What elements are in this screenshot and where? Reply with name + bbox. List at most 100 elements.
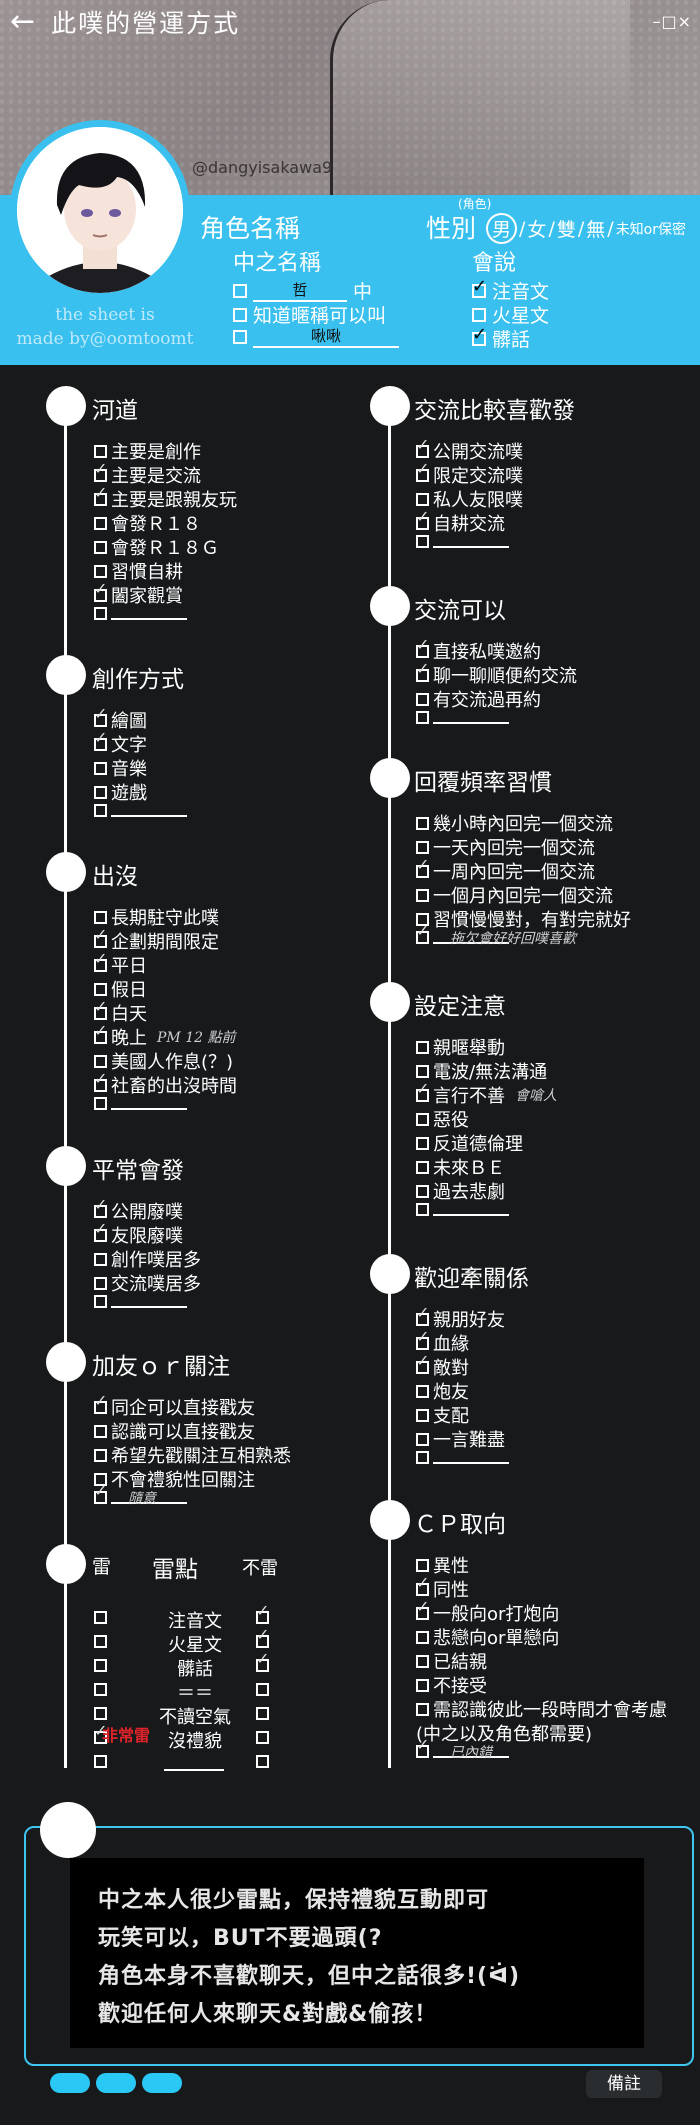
- checkbox[interactable]: [416, 1573, 429, 1596]
- checkbox[interactable]: [94, 1391, 107, 1414]
- landmine-mine-checkbox[interactable]: [94, 1659, 107, 1672]
- checkbox[interactable]: [416, 635, 429, 658]
- page-pill-1[interactable]: [50, 2073, 90, 2093]
- landmine-ok-checkbox[interactable]: [256, 1707, 269, 1720]
- checkbox[interactable]: [416, 855, 429, 878]
- landmine-ok-checkbox[interactable]: [256, 1683, 269, 1696]
- checkbox[interactable]: [416, 1040, 429, 1054]
- gender-option-both[interactable]: 雙: [556, 219, 576, 241]
- checkbox[interactable]: [94, 1294, 107, 1308]
- checkbox[interactable]: [94, 704, 107, 727]
- pl-name-checkbox[interactable]: [233, 283, 247, 298]
- checkbox[interactable]: [94, 483, 107, 506]
- landmine-ok-checkbox[interactable]: [256, 1755, 269, 1768]
- gender-option-female[interactable]: 女: [527, 219, 547, 241]
- checkbox[interactable]: [94, 925, 107, 948]
- lang-checkbox[interactable]: ✓: [472, 323, 488, 346]
- window-controls-icon[interactable]: –□×: [652, 12, 692, 31]
- checkbox[interactable]: [94, 1219, 107, 1242]
- checkbox[interactable]: [416, 921, 429, 944]
- checkbox[interactable]: [94, 1069, 107, 1092]
- checkbox[interactable]: [94, 459, 107, 482]
- gender-option-unknown[interactable]: 未知or保密: [615, 221, 687, 238]
- checkbox[interactable]: [94, 1096, 107, 1110]
- checkbox[interactable]: [94, 444, 107, 458]
- checkbox[interactable]: [416, 1160, 429, 1174]
- checkbox[interactable]: [94, 1481, 107, 1504]
- landmine-ok-checkbox[interactable]: [256, 1649, 269, 1672]
- checkbox[interactable]: [416, 710, 429, 724]
- gender-option-male[interactable]: 男: [486, 213, 518, 244]
- nickname-checkbox[interactable]: [233, 307, 247, 322]
- avatar[interactable]: [10, 120, 190, 300]
- checkbox[interactable]: [416, 1597, 429, 1620]
- checkbox[interactable]: [94, 1448, 107, 1462]
- checkbox[interactable]: [94, 540, 107, 554]
- landmine-mine-checkbox[interactable]: [94, 1755, 107, 1768]
- checkbox[interactable]: [416, 534, 429, 548]
- landmine-mine-checkbox[interactable]: [94, 1611, 107, 1624]
- checkbox[interactable]: [416, 1702, 429, 1716]
- checkbox[interactable]: [416, 1450, 429, 1464]
- lang-checkbox[interactable]: [472, 307, 486, 322]
- checkbox[interactable]: [416, 1303, 429, 1326]
- checkbox[interactable]: [94, 1276, 107, 1290]
- checkbox[interactable]: [416, 1432, 429, 1446]
- landmine-mine-checkbox[interactable]: [94, 1707, 107, 1720]
- checkbox[interactable]: [94, 516, 107, 530]
- checkbox[interactable]: [416, 1558, 429, 1572]
- checkbox[interactable]: [416, 492, 429, 506]
- checkbox[interactable]: [94, 997, 107, 1020]
- checkbox[interactable]: [416, 1064, 429, 1078]
- memo-button[interactable]: 備註: [586, 2070, 662, 2098]
- landmine-ok-checkbox[interactable]: [256, 1625, 269, 1648]
- landmine-ok-checkbox[interactable]: [256, 1601, 269, 1624]
- checkbox[interactable]: [416, 435, 429, 458]
- checkbox[interactable]: [416, 1735, 429, 1758]
- landmine-mine-checkbox[interactable]: [94, 1635, 107, 1648]
- checkbox[interactable]: [416, 1678, 429, 1692]
- checkbox[interactable]: [94, 564, 107, 578]
- gender-option-none[interactable]: 無: [586, 219, 606, 241]
- checkbox[interactable]: [416, 1184, 429, 1198]
- landmine-mine-checkbox[interactable]: [94, 1721, 107, 1744]
- checkbox[interactable]: [416, 507, 429, 530]
- checkbox[interactable]: [416, 840, 429, 854]
- checkbox[interactable]: [416, 1202, 429, 1216]
- checkbox[interactable]: [94, 606, 107, 620]
- checkbox[interactable]: [416, 1408, 429, 1422]
- checkbox[interactable]: [416, 1630, 429, 1644]
- checkbox[interactable]: [94, 761, 107, 775]
- landmine-ok-checkbox[interactable]: [256, 1731, 269, 1744]
- checkbox[interactable]: [416, 1136, 429, 1150]
- checkbox[interactable]: [94, 1424, 107, 1438]
- checkbox[interactable]: [416, 1654, 429, 1668]
- checkbox[interactable]: [94, 982, 107, 996]
- checkbox[interactable]: [416, 659, 429, 682]
- checkbox[interactable]: [94, 1021, 107, 1044]
- checkbox[interactable]: [416, 1079, 429, 1102]
- checkbox[interactable]: [94, 579, 107, 602]
- checkbox[interactable]: [416, 1112, 429, 1126]
- checkbox[interactable]: [416, 1384, 429, 1398]
- nickname-value-checkbox[interactable]: [233, 329, 247, 344]
- checkbox[interactable]: [416, 888, 429, 902]
- lang-checkbox[interactable]: ✓: [472, 275, 488, 298]
- checkbox[interactable]: [94, 803, 107, 817]
- checkbox[interactable]: [94, 910, 107, 924]
- checkbox[interactable]: [94, 1195, 107, 1218]
- checkbox[interactable]: [416, 1351, 429, 1374]
- checkbox[interactable]: [94, 1054, 107, 1068]
- checkbox[interactable]: [416, 1327, 429, 1350]
- checkbox[interactable]: [416, 816, 429, 830]
- checkbox[interactable]: [94, 1252, 107, 1266]
- back-arrow-icon[interactable]: ←: [10, 4, 36, 39]
- checkbox[interactable]: [416, 692, 429, 706]
- checkbox[interactable]: [94, 728, 107, 751]
- page-pill-3[interactable]: [142, 2073, 182, 2093]
- checkbox[interactable]: [94, 785, 107, 799]
- checkbox[interactable]: [416, 459, 429, 482]
- page-pill-2[interactable]: [96, 2073, 136, 2093]
- checkbox[interactable]: [94, 949, 107, 972]
- landmine-mine-checkbox[interactable]: [94, 1683, 107, 1696]
